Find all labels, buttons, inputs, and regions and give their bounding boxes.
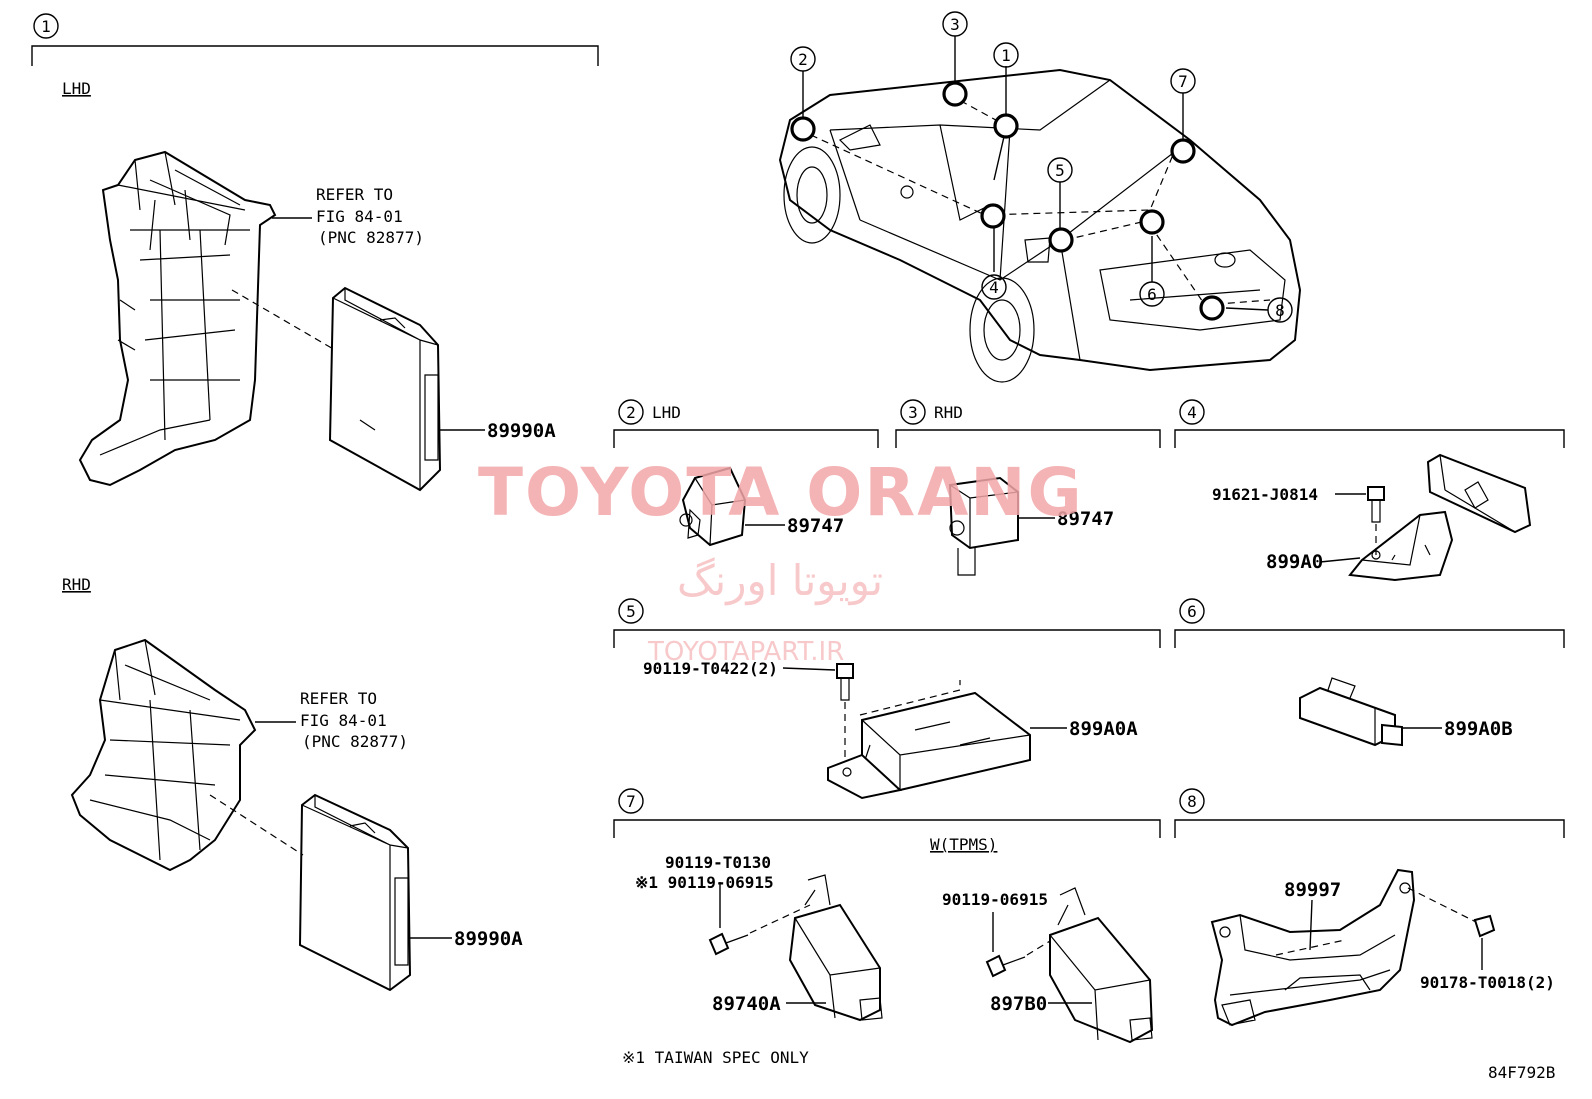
lhd-refer-line3: (PNC 82877) [318,228,424,247]
section-3-tag: RHD [934,403,963,422]
section-8: 8 89997 90178-T0018(2) [1174,788,1565,1027]
bolt-90119-06915-drawing [985,954,1026,978]
part-90178-T0018: 90178-T0018(2) [1420,973,1555,992]
car-dot-5 [1048,227,1074,253]
car-callout-3: 3 [950,15,960,34]
section-2-tag: LHD [652,403,681,422]
figure-code: 84F792B [1488,1063,1555,1082]
bolt-91621-drawing [1367,486,1385,523]
car-dot-7 [1170,138,1196,164]
nut-90178-drawing [1473,914,1496,938]
part-899A0B: 899A0B [1444,718,1513,740]
footnote: ※1 TAIWAN SPEC ONLY [622,1048,809,1067]
rhd-label: RHD [62,575,91,594]
car-dot-6 [1139,209,1165,235]
lhd-refer-line2: FIG 84-01 [316,207,403,226]
part-89747-lhd: 89747 [787,515,844,537]
tpms-label: W(TPMS) [930,835,997,854]
part-899A0: 899A0 [1266,551,1323,573]
part-899A0A: 899A0A [1069,718,1138,740]
car-callouts: 1 2 3 4 5 6 7 8 [790,11,1293,323]
part-90119-T0422: 90119-T0422(2) [643,659,778,678]
receiver-89740A-drawing [788,874,883,1022]
car-callout-1: 1 [1001,46,1011,65]
car-callout-7: 7 [1178,72,1188,91]
watermark-brand: TOYOTA ORANG [478,454,1084,531]
part-897B0: 897B0 [990,993,1047,1015]
lhd-label: LHD [62,79,91,98]
part-89747-rhd: 89747 [1057,508,1114,530]
section-7-number: 7 [626,792,636,811]
lhd-refer-line1: REFER TO [316,185,393,204]
part-90119-T0130: 90119-T0130 [665,853,771,872]
section-1-number: 1 [41,17,51,36]
section-2: 2 LHD 89747 [613,399,879,547]
watermark-persian: تویوتا اورنگ [677,556,883,605]
section-4-number: 4 [1187,403,1197,422]
section-8-number: 8 [1187,792,1197,811]
car-callout-5: 5 [1055,161,1065,180]
section-2-number: 2 [626,403,636,422]
part-89990A-rhd: 89990A [454,928,523,950]
watermark-url: TOYOTAPART.IR [647,637,844,667]
bolt-90119-T0422-drawing [836,663,854,701]
part-89740A: 89740A [712,993,781,1015]
section-6: 6 899A0B [1174,598,1565,747]
rhd-refer-line2: FIG 84-01 [300,711,387,730]
part-89990A-lhd: 89990A [487,420,556,442]
part-90119-06915-note: ※1 90119-06915 [635,873,774,892]
receiver-897B0-drawing [1049,887,1154,1044]
watermark: TOYOTA ORANG تویوتا اورنگ TOYOTAPART.IR [478,454,1084,667]
bolt-90119-T0130-drawing [708,932,749,956]
car-dot-2 [790,116,816,142]
part-91621-J0814: 91621-J0814 [1212,485,1318,504]
part-90119-06915: 90119-06915 [942,890,1048,909]
car-callout-2: 2 [798,50,808,69]
module-899A0A-drawing [827,691,1031,800]
section-6-number: 6 [1187,602,1197,621]
section-7: 7 W(TPMS) 90119-T0130 ※1 90119-06915 897… [613,788,1161,1067]
section-4: 4 91621-J0814 899A0 [1174,399,1565,582]
lhd-ecu-drawing [328,286,442,492]
car-overview-drawing [778,68,1302,383]
section-3: 3 RHD 89747 [895,399,1161,576]
car-callout-4: 4 [989,278,999,297]
sensor-899A0B-drawing [1299,677,1403,747]
car-dot-1 [993,113,1019,139]
car-dot-4 [980,203,1006,229]
section-5-number: 5 [626,602,636,621]
rhd-bracket-drawing [70,638,257,872]
part-89997: 89997 [1284,879,1341,901]
car-dot-8 [1199,295,1225,321]
sensor-899A0-drawing [1348,453,1532,582]
car-callout-6: 6 [1147,285,1157,304]
horn-89747-rhd-drawing [948,476,1019,576]
rhd-refer-line3: (PNC 82877) [302,732,408,751]
section-5: 5 90119-T0422(2) 899A0A [613,598,1161,800]
section-3-number: 3 [908,403,918,422]
rhd-refer-line1: REFER TO [300,689,377,708]
car-callout-8: 8 [1275,301,1285,320]
lhd-bracket-drawing [78,150,277,487]
rhd-ecu-drawing [298,793,412,992]
car-dot-3 [942,81,968,107]
section-1: 1 LHD RHD REFER TO FIG 84-01 (PNC 82877)… [31,13,599,992]
horn-89747-lhd-drawing [679,466,747,547]
